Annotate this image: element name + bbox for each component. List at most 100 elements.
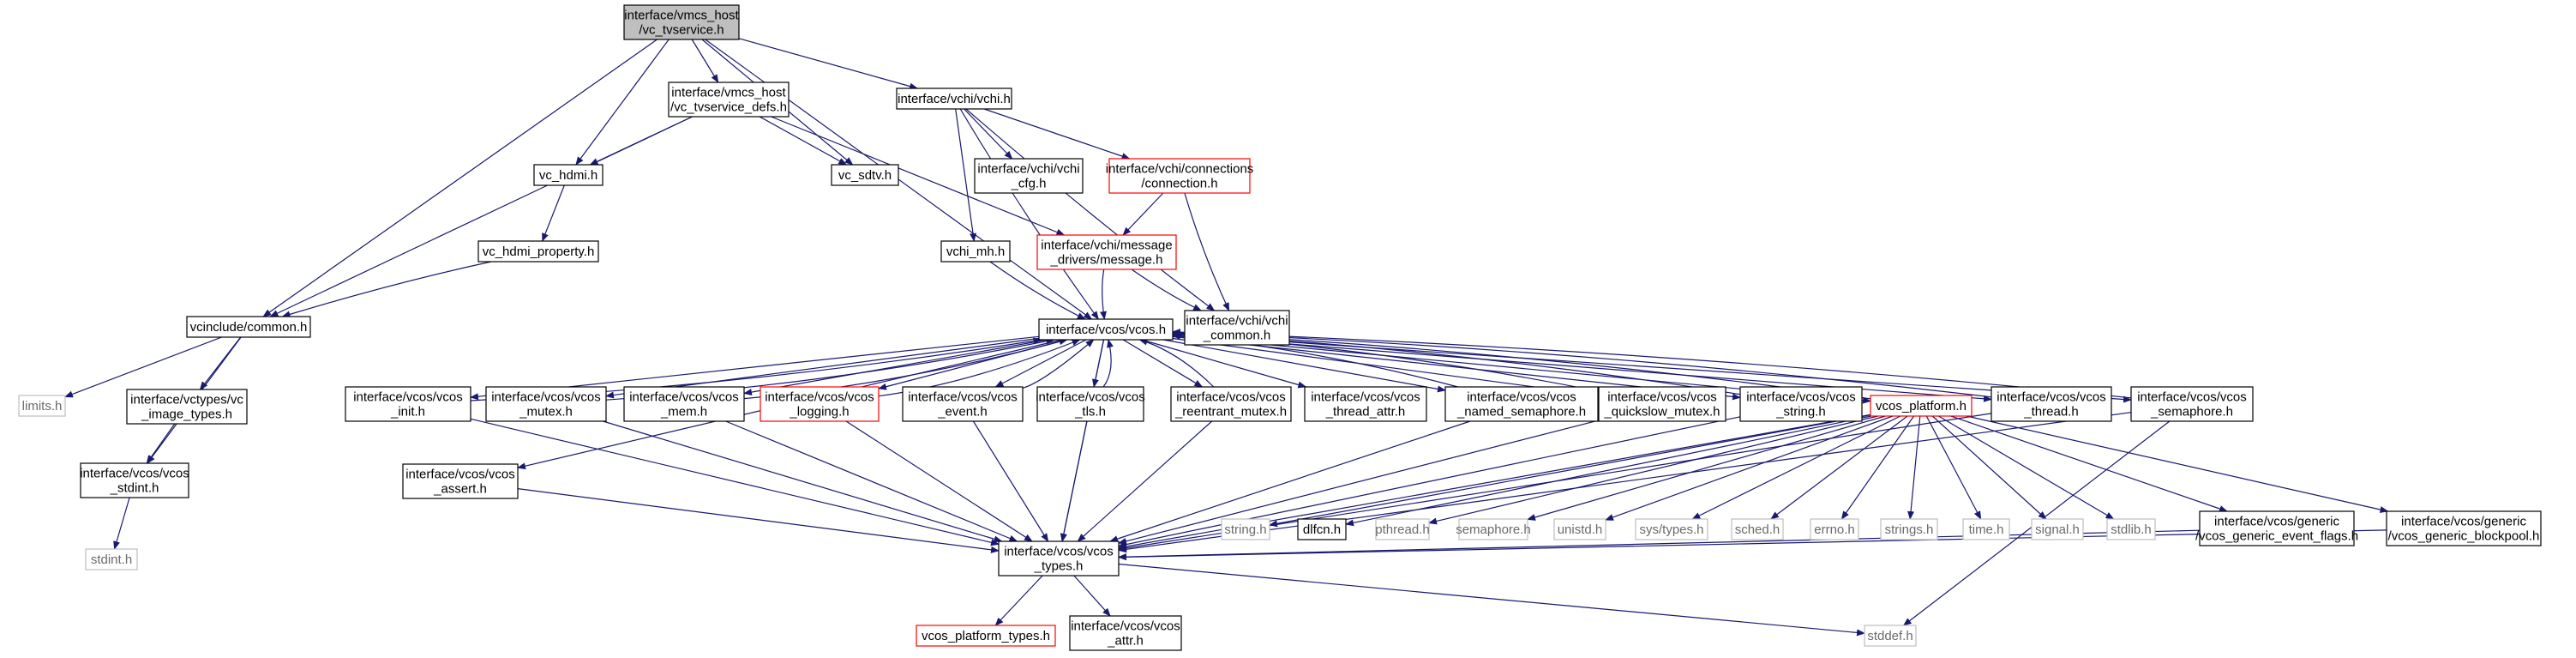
node-n13: limits.h: [18, 395, 66, 417]
node-n3[interactable]: vc_hdmi.h: [533, 164, 603, 186]
node-label-line: unistd.h: [1558, 522, 1603, 537]
node-n38: errno.h: [1810, 518, 1859, 540]
node-box: [760, 386, 880, 422]
edge-n26-to-n35: [1605, 415, 1894, 521]
node-n46[interactable]: interface/vcos/vcos_types.h: [998, 540, 1120, 577]
node-box: [1069, 615, 1182, 651]
node-label-line: interface/vcos/vcos: [1176, 390, 1286, 405]
node-n18[interactable]: interface/vcos/vcos_logging.h: [760, 386, 880, 422]
node-box: [916, 625, 1056, 647]
node-box: [623, 4, 740, 40]
node-n44[interactable]: interface/vcos/generic/vcos_generic_bloc…: [2386, 510, 2542, 546]
node-n7[interactable]: vc_hdmi_property.h: [477, 240, 599, 263]
node-n14[interactable]: interface/vctypes/vc_image_types.h: [126, 389, 248, 425]
edge-n3-to-n7: [542, 184, 565, 242]
node-box: [2386, 510, 2542, 546]
node-label-line: interface/vcos/generic: [2214, 515, 2339, 529]
edge-n28-to-n11: [1172, 329, 2132, 399]
node-label-line: sched.h: [1735, 522, 1780, 537]
edge-n20-to-n11: [1102, 339, 1114, 388]
node-label-line: stdint.h: [91, 552, 132, 567]
node-label-line: interface/vchi/vchi: [977, 162, 1079, 177]
edge-n23-to-n46: [1109, 420, 1471, 542]
edge-n26-to-n43: [1950, 415, 2228, 512]
node-n34: semaphore.h: [1456, 518, 1531, 540]
edge-n21-to-n46: [1077, 420, 1213, 542]
node-label-line: interface/vchi/message: [1041, 238, 1172, 253]
node-label-line: _common.h: [1203, 329, 1270, 343]
node-n20[interactable]: interface/vcos/vcos_tls.h: [1036, 386, 1145, 422]
node-box: [1184, 310, 1290, 346]
edge-n46-to-n48: [1073, 575, 1111, 617]
node-n47[interactable]: vcos_platform_types.h: [916, 625, 1056, 647]
node-n2[interactable]: interface/vchi/vchi.h: [896, 88, 1012, 110]
node-n28[interactable]: interface/vcos/vcos_semaphore.h: [2130, 386, 2254, 422]
node-box: [126, 389, 248, 425]
node-n12[interactable]: interface/vchi/vchi_common.h: [1184, 310, 1290, 346]
edge-n24-to-n46: [1118, 420, 1600, 545]
node-n5[interactable]: interface/vchi/vchi_cfg.h: [974, 158, 1084, 194]
node-n26[interactable]: vcos_platform.h: [1870, 395, 1973, 417]
node-label-line: vchi_mh.h: [946, 244, 1005, 259]
node-label-line: interface/vcos/vcos: [908, 390, 1018, 405]
node-n4[interactable]: vc_sdtv.h: [831, 164, 899, 186]
node-label-line: _cfg.h: [1011, 177, 1047, 191]
node-n1[interactable]: interface/vmcs_host/vc_tvservice_defs.h: [668, 81, 790, 118]
node-label-line: interface/vcos/vcos: [765, 390, 874, 405]
node-n10[interactable]: vcinclude/common.h: [186, 316, 311, 338]
node-label-line: vc_hdmi.h: [539, 168, 597, 183]
node-box: [1991, 386, 2112, 422]
node-n17[interactable]: interface/vcos/vcos_mem.h: [623, 386, 745, 422]
node-n21[interactable]: interface/vcos/vcos_reentrant_mutex.h: [1170, 386, 1292, 422]
node-n16[interactable]: interface/vcos/vcos_mutex.h: [485, 386, 607, 422]
node-n32[interactable]: dlfcn.h: [1297, 518, 1347, 540]
edge-n10-to-n13: [64, 336, 222, 398]
node-label-line: /vcos_generic_event_flags.h: [2195, 529, 2358, 544]
node-n15[interactable]: interface/vcos/vcos_init.h: [345, 386, 471, 422]
node-box: [1036, 386, 1144, 422]
node-label-line: stdlib.h: [2111, 522, 2152, 537]
node-label-line: interface/vctypes/vc: [130, 393, 243, 407]
node-label-line: limits.h: [22, 399, 63, 414]
node-n48[interactable]: interface/vcos/vcos_attr.h: [1069, 615, 1182, 651]
node-n22[interactable]: interface/vcos/vcos_thread_attr.h: [1304, 386, 1427, 422]
edge-n26-to-n41: [1931, 415, 2047, 520]
edge-n19-to-n46: [972, 420, 1049, 542]
nodes-layer: interface/vmcs_host/vc_tvservice.hinterf…: [18, 4, 2542, 651]
node-n23[interactable]: interface/vcos/vcos_named_semaphore.h: [1444, 386, 1599, 422]
node-label-line: interface/vcos/vcos: [1004, 545, 1114, 559]
node-box: [1635, 518, 1708, 540]
node-box: [1038, 318, 1174, 341]
node-n30[interactable]: interface/vcos/vcos_assert.h: [402, 463, 519, 499]
node-n19[interactable]: interface/vcos/vcos_event.h: [902, 386, 1024, 422]
node-n24[interactable]: interface/vcos/vcos_quickslow_mutex.h: [1598, 386, 1726, 422]
node-label-line: _drivers/message.h: [1050, 253, 1163, 268]
node-label-line: _thread_attr.h: [1325, 405, 1406, 420]
node-n43[interactable]: interface/vcos/generic/vcos_generic_even…: [2195, 510, 2358, 546]
node-n0[interactable]: interface/vmcs_host/vc_tvservice.h: [623, 4, 740, 40]
node-box: [831, 164, 899, 186]
node-label-line: interface/vcos/vcos: [2137, 390, 2247, 405]
node-label-line: interface/vcos/vcos: [1607, 390, 1717, 405]
node-n29[interactable]: interface/vcos/vcos_stdint.h: [80, 462, 189, 498]
edge-n6-to-n9: [1122, 192, 1164, 236]
node-label-line: _types.h: [1034, 559, 1084, 574]
edge-n2-to-n8: [955, 108, 977, 242]
node-n11[interactable]: interface/vcos/vcos.h: [1038, 318, 1174, 341]
node-box: [1221, 518, 1270, 540]
node-box: [18, 395, 66, 417]
node-n27[interactable]: interface/vcos/vcos_thread.h: [1991, 386, 2112, 422]
node-n8[interactable]: vchi_mh.h: [940, 240, 1011, 263]
node-n6[interactable]: interface/vchi/connections/connection.h: [1106, 158, 1254, 194]
node-n31: string.h: [1221, 518, 1270, 540]
node-box: [533, 164, 603, 186]
node-label-line: time.h: [1969, 522, 2004, 537]
node-label-line: vc_hdmi_property.h: [483, 244, 595, 259]
node-n25[interactable]: interface/vcos/vcos_string.h: [1739, 386, 1863, 422]
node-label-line: vcinclude/common.h: [190, 320, 308, 335]
node-n9[interactable]: interface/vchi/message_drivers/message.h: [1036, 234, 1177, 270]
edge-n44-to-n46: [1118, 529, 2387, 561]
edge-n26-to-n36: [1691, 415, 1901, 520]
edge-n46-to-n47: [994, 575, 1043, 626]
edge-n29-to-n45: [113, 497, 130, 550]
